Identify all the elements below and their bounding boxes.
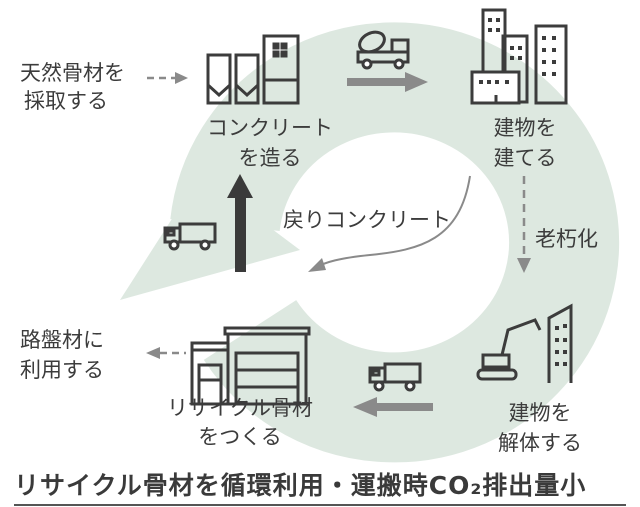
mixer-truck-icon bbox=[356, 30, 410, 70]
roadbed-label-1: 路盤材に bbox=[20, 328, 104, 352]
up-arrow bbox=[227, 174, 253, 272]
demolish-label-2: 解体する bbox=[498, 431, 582, 455]
truck-icon-bottom bbox=[368, 362, 422, 392]
make-concrete-label-1: コンクリート bbox=[207, 116, 333, 140]
roadbed-label-2: 利用する bbox=[20, 358, 104, 382]
truck-icon-left bbox=[163, 222, 217, 251]
natural-aggregate-label-2: 採取する bbox=[24, 89, 108, 113]
arrow-to-building bbox=[347, 72, 428, 92]
dashed-arrow-roadbed bbox=[146, 347, 186, 359]
recycle-factory-icon bbox=[190, 326, 311, 406]
concrete-plant-icon bbox=[206, 34, 300, 105]
make-concrete-label-2: を造る bbox=[238, 146, 302, 170]
demolition-excavator-icon bbox=[476, 303, 573, 383]
build-label-1: 建物を bbox=[493, 116, 557, 140]
returned-concrete-arrow bbox=[308, 175, 471, 272]
buildings-icon bbox=[470, 8, 568, 105]
recycled-aggregate-label-1: リサイクル骨材 bbox=[167, 396, 313, 420]
recycled-aggregate-label-2: をつくる bbox=[198, 425, 282, 449]
aging-label: 老朽化 bbox=[535, 227, 598, 251]
natural-aggregate-label-1: 天然骨材を bbox=[20, 61, 125, 85]
build-label-2: 建てる bbox=[493, 146, 557, 170]
arrow-to-recycle bbox=[353, 397, 433, 417]
dashed-arrow-natural bbox=[147, 72, 188, 84]
dashed-arrow-aging bbox=[517, 176, 531, 273]
cycle-ring-arrowhead bbox=[120, 175, 300, 300]
demolish-label-1: 建物を bbox=[508, 401, 572, 425]
returned-concrete-label: 戻りコンクリート bbox=[283, 208, 451, 232]
diagram-title: リサイクル骨材を循環利用・運搬時CO₂排出量小 bbox=[14, 466, 626, 506]
